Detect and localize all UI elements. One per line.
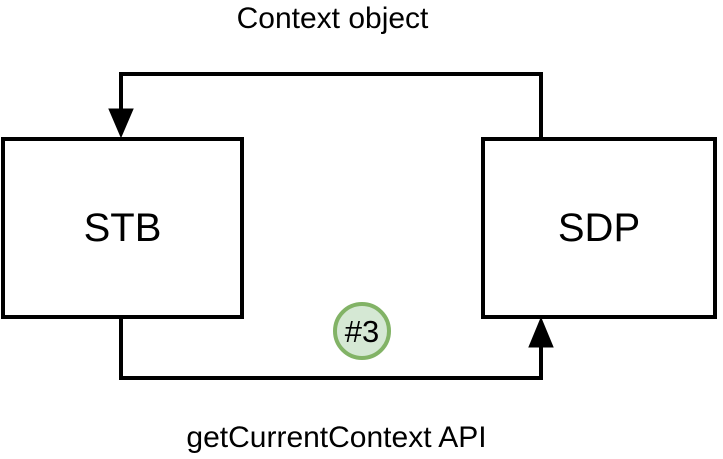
step-badge-label: #3 bbox=[344, 313, 380, 349]
arrowhead-down-into-stb bbox=[108, 108, 134, 139]
node-box-stb[interactable] bbox=[1, 137, 244, 319]
node-label-stb: STB bbox=[83, 205, 162, 250]
edge-getcurrentcontext-api-line bbox=[119, 319, 543, 380]
edge-label-getcurrentcontext-api: getCurrentContext API bbox=[186, 421, 487, 454]
edge-context-object-line bbox=[119, 72, 543, 137]
edge-context-object[interactable] bbox=[108, 72, 543, 139]
node-box-sdp[interactable] bbox=[481, 137, 717, 319]
edge-label-context-object: Context object bbox=[236, 2, 429, 35]
arrowhead-up-into-sdp bbox=[528, 316, 554, 348]
node-label-sdp: SDP bbox=[557, 205, 641, 250]
edge-getcurrentcontext-api[interactable] bbox=[119, 316, 554, 380]
step-badge-circle[interactable] bbox=[333, 302, 391, 360]
